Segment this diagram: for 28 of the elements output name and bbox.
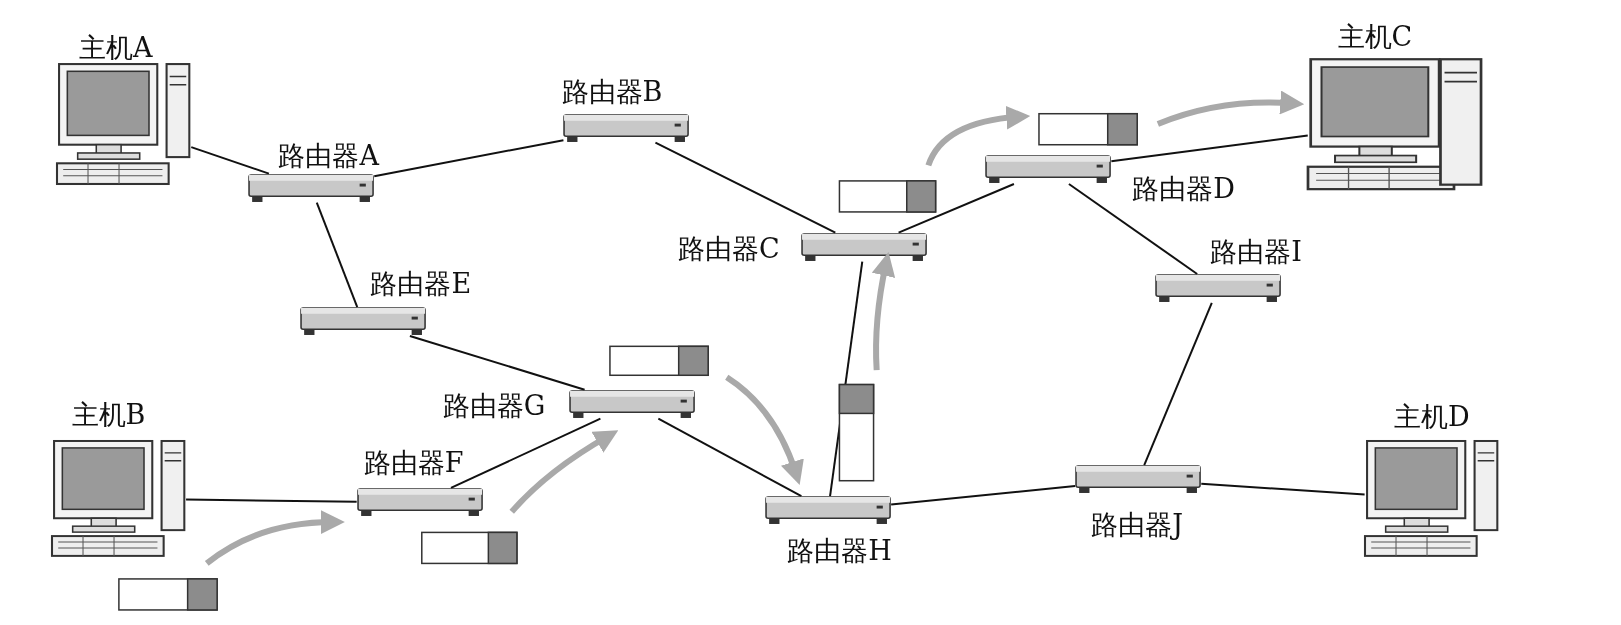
connection-line (654, 141, 837, 234)
router-label: 路由器F (363, 448, 464, 476)
connection-line (897, 183, 1015, 234)
router-label: 路由器B (561, 77, 663, 105)
router-label: 路由器J (1091, 510, 1184, 538)
host-label: 主机A (79, 33, 153, 60)
connection-line (190, 146, 270, 175)
router-label: 路由器E (370, 269, 472, 297)
connection-line (373, 139, 565, 178)
host-label: 主机B (71, 400, 146, 427)
connection-line (449, 417, 602, 489)
router-label: 路由器G (442, 391, 546, 419)
connection-line (408, 335, 586, 391)
connection-line (315, 201, 359, 309)
connection-line (657, 417, 803, 498)
connection-line (1110, 134, 1309, 163)
router-label: 路由器H (787, 536, 892, 564)
connection-line (1200, 482, 1366, 496)
host-label: 主机C (1337, 22, 1413, 50)
connection-line (1067, 183, 1199, 275)
connection-line (890, 485, 1077, 506)
router-label: 路由器D (1132, 174, 1235, 202)
router-label: 路由器I (1210, 237, 1302, 265)
router-label: 路由器C (678, 234, 780, 262)
router-label: 路由器A (278, 141, 379, 169)
host-label: 主机D (1393, 402, 1470, 430)
connection-line (1143, 301, 1213, 467)
connection-line (185, 498, 358, 503)
